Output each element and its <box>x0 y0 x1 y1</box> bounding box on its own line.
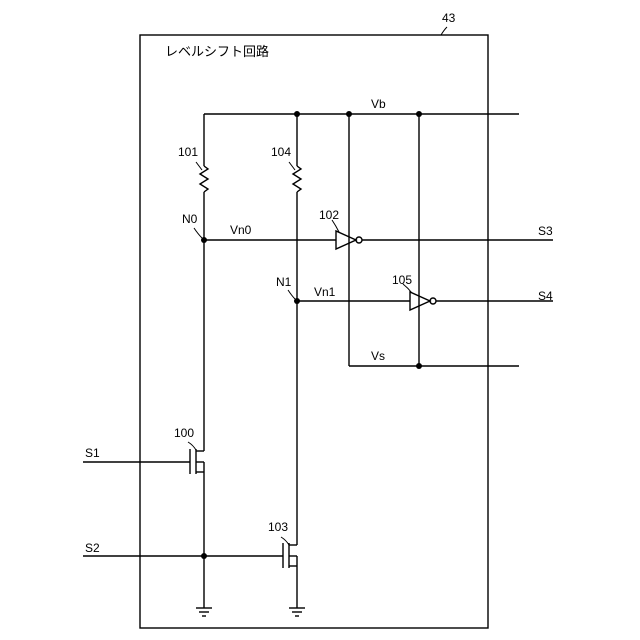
block-ref-leader <box>441 27 447 35</box>
vn0-label: Vn0 <box>230 223 252 237</box>
input-s2-label: S2 <box>85 541 100 555</box>
inverter-105-label: 105 <box>392 273 412 287</box>
resistor-104-leader <box>289 162 295 170</box>
resistor-101-label: 101 <box>178 145 198 159</box>
vs-label: Vs <box>371 349 385 363</box>
junction-dot <box>201 553 207 559</box>
node-n1-leader <box>288 290 295 299</box>
transistor-103-leader <box>281 537 289 545</box>
node-n0-leader <box>194 228 202 238</box>
output-s4-label: S4 <box>538 289 553 303</box>
resistor-101-leader <box>196 162 202 170</box>
block-title: レベルシフト回路 <box>165 44 269 60</box>
inverter-105-symbol <box>410 292 430 310</box>
block-ref-label: 43 <box>442 11 456 25</box>
node-n0-label: N0 <box>182 212 198 226</box>
inverter-102-symbol <box>336 231 356 249</box>
vn1-label: Vn1 <box>314 285 336 299</box>
resistor-101-symbol <box>200 166 208 192</box>
output-s3-label: S3 <box>538 224 553 238</box>
resistor-104-label: 104 <box>271 145 291 159</box>
transistor-100-leader <box>188 442 196 450</box>
transistor-103-label: 103 <box>268 520 288 534</box>
inverter-102-label: 102 <box>319 208 339 222</box>
ground-icon <box>289 608 305 616</box>
transistor-100-label: 100 <box>174 426 194 440</box>
input-s1-label: S1 <box>85 446 100 460</box>
resistor-104-symbol <box>293 166 301 192</box>
ground-icon <box>196 608 212 616</box>
vb-label: Vb <box>371 97 386 111</box>
circuit-block-outline <box>140 35 488 628</box>
node-n1-label: N1 <box>276 275 292 289</box>
